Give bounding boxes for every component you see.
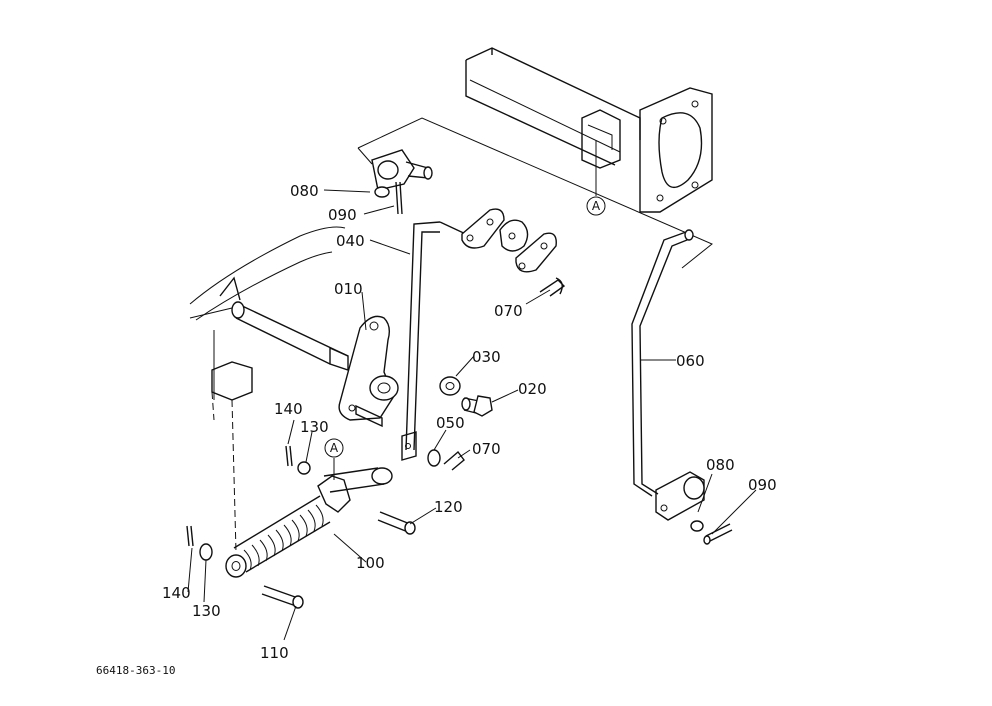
part-label-140-lower: 140 [162, 584, 191, 602]
part-label-130-upper: 130 [300, 418, 329, 436]
part-label-010: 010 [334, 280, 363, 298]
washer-050 [427, 449, 441, 467]
part-label-140-upper: 140 [274, 400, 303, 418]
part-label-120: 120 [434, 498, 463, 516]
washer-130-upper [297, 461, 311, 475]
reference-mark-lower: A [324, 438, 344, 458]
pin-120 [377, 511, 416, 535]
lever-010 [338, 315, 399, 428]
part-label-090-top: 090 [328, 206, 357, 224]
clip-070-upper [539, 277, 566, 297]
cross-shaft [231, 301, 349, 371]
frame-bracket [465, 47, 713, 213]
part-label-080-right: 080 [706, 456, 735, 474]
spring-assembly-100 [225, 467, 393, 578]
part-label-090-right: 090 [748, 476, 777, 494]
part-label-020: 020 [518, 380, 547, 398]
leader-lines [187, 140, 757, 641]
part-label-050: 050 [436, 414, 465, 432]
part-label-070-lower: 070 [472, 440, 501, 458]
part-labels: 080 090 040 010 070 030 020 050 070 060 … [162, 182, 777, 662]
part-label-110: 110 [260, 644, 289, 662]
cotter-pin-140-lower [186, 525, 194, 547]
bolt-020 [461, 395, 493, 417]
mounting-plane [357, 117, 713, 269]
rod-060 [631, 229, 694, 497]
pin-110 [261, 585, 304, 609]
part-label-100: 100 [356, 554, 385, 572]
part-label-080-top: 080 [290, 182, 319, 200]
lower-fitting [655, 471, 733, 545]
part-label-060: 060 [676, 352, 705, 370]
reference-mark-upper: A [586, 196, 606, 216]
clip-070-lower [443, 450, 465, 471]
top-fitting [371, 149, 433, 215]
part-label-040: 040 [336, 232, 365, 250]
part-label-070-upper: 070 [494, 302, 523, 320]
reference-mark-lower-text: A [330, 441, 339, 455]
washer-130-lower [199, 543, 213, 561]
part-label-030: 030 [472, 348, 501, 366]
cotter-pin-140-upper [285, 445, 293, 467]
part-label-130-lower: 130 [192, 602, 221, 620]
figure-code: 66418-363-10 [96, 664, 175, 677]
reference-mark-upper-text: A [592, 199, 601, 213]
washer-030 [439, 376, 461, 396]
link-plates [461, 208, 557, 273]
left-frame [189, 226, 346, 553]
spring-coils [243, 504, 324, 571]
